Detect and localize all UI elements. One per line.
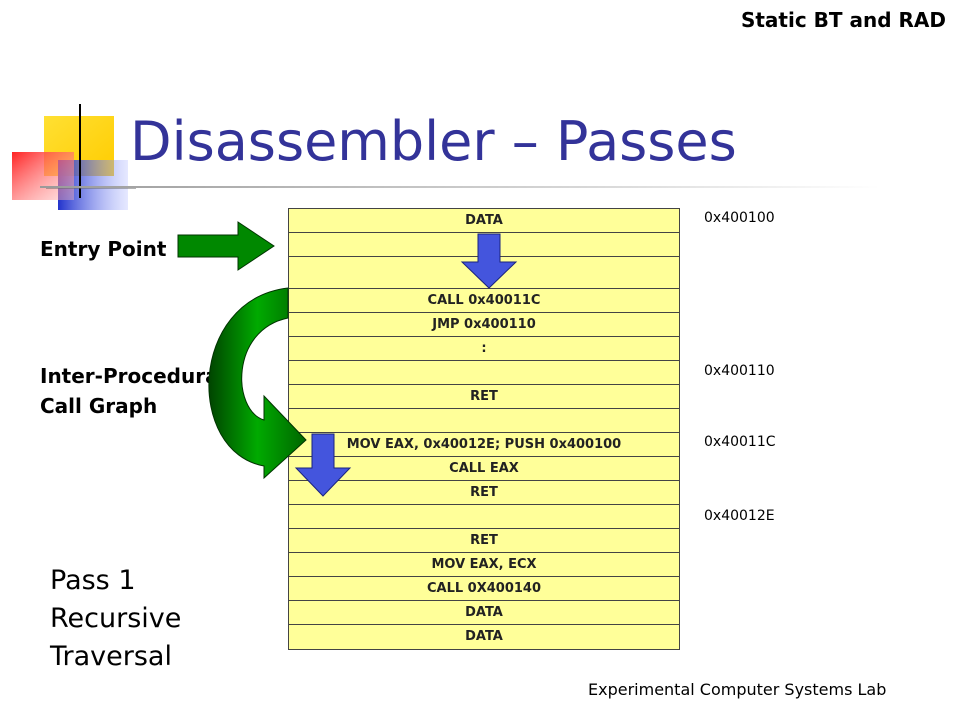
- memory-row: DATA: [289, 601, 679, 625]
- header-title: Static BT and RAD: [740, 8, 946, 32]
- memory-row: CALL 0X400140: [289, 577, 679, 601]
- pass-label-line3: Traversal: [50, 641, 172, 672]
- memory-row: RET: [289, 481, 679, 505]
- call-graph-label-line2: Call Graph: [40, 394, 158, 418]
- memory-row: CALL 0x40011C: [289, 289, 679, 313]
- memory-row: :: [289, 337, 679, 361]
- memory-row: [289, 361, 679, 385]
- down-arrow-icon: [460, 233, 518, 289]
- call-graph-curved-arrow-icon: [208, 287, 307, 480]
- pass-label-line2: Recursive: [50, 603, 182, 634]
- slide-title: Disassembler – Passes: [130, 110, 737, 173]
- memory-row: RET: [289, 385, 679, 409]
- memory-row: [289, 257, 679, 289]
- entry-point-label: Entry Point: [40, 237, 167, 261]
- memory-row: RET: [289, 529, 679, 553]
- address-label: 0x40012E: [704, 508, 775, 524]
- memory-row: DATA: [289, 209, 679, 233]
- memory-row: JMP 0x400110: [289, 313, 679, 337]
- address-label: 0x40011C: [704, 434, 776, 450]
- down-arrow-icon: [294, 433, 352, 497]
- pass-label: Pass 1 Recursive Traversal: [50, 562, 181, 676]
- memory-row: CALL EAX: [289, 457, 679, 481]
- memory-row: MOV EAX, 0x40012E; PUSH 0x400100: [289, 433, 679, 457]
- memory-row: MOV EAX, ECX: [289, 553, 679, 577]
- deco-red-square: [12, 152, 74, 200]
- memory-row: DATA: [465, 629, 503, 644]
- memory-row: [289, 505, 679, 529]
- footer-text: Experimental Computer Systems Lab: [588, 680, 887, 699]
- call-graph-label-line1: Inter-Procedural: [40, 364, 226, 388]
- pass-label-line1: Pass 1: [50, 565, 136, 596]
- address-label: 0x400110: [704, 363, 775, 379]
- address-label: 0x400100: [704, 210, 775, 226]
- entry-point-arrow-icon: [177, 221, 275, 271]
- memory-row: [289, 409, 679, 433]
- title-divider: [40, 186, 880, 188]
